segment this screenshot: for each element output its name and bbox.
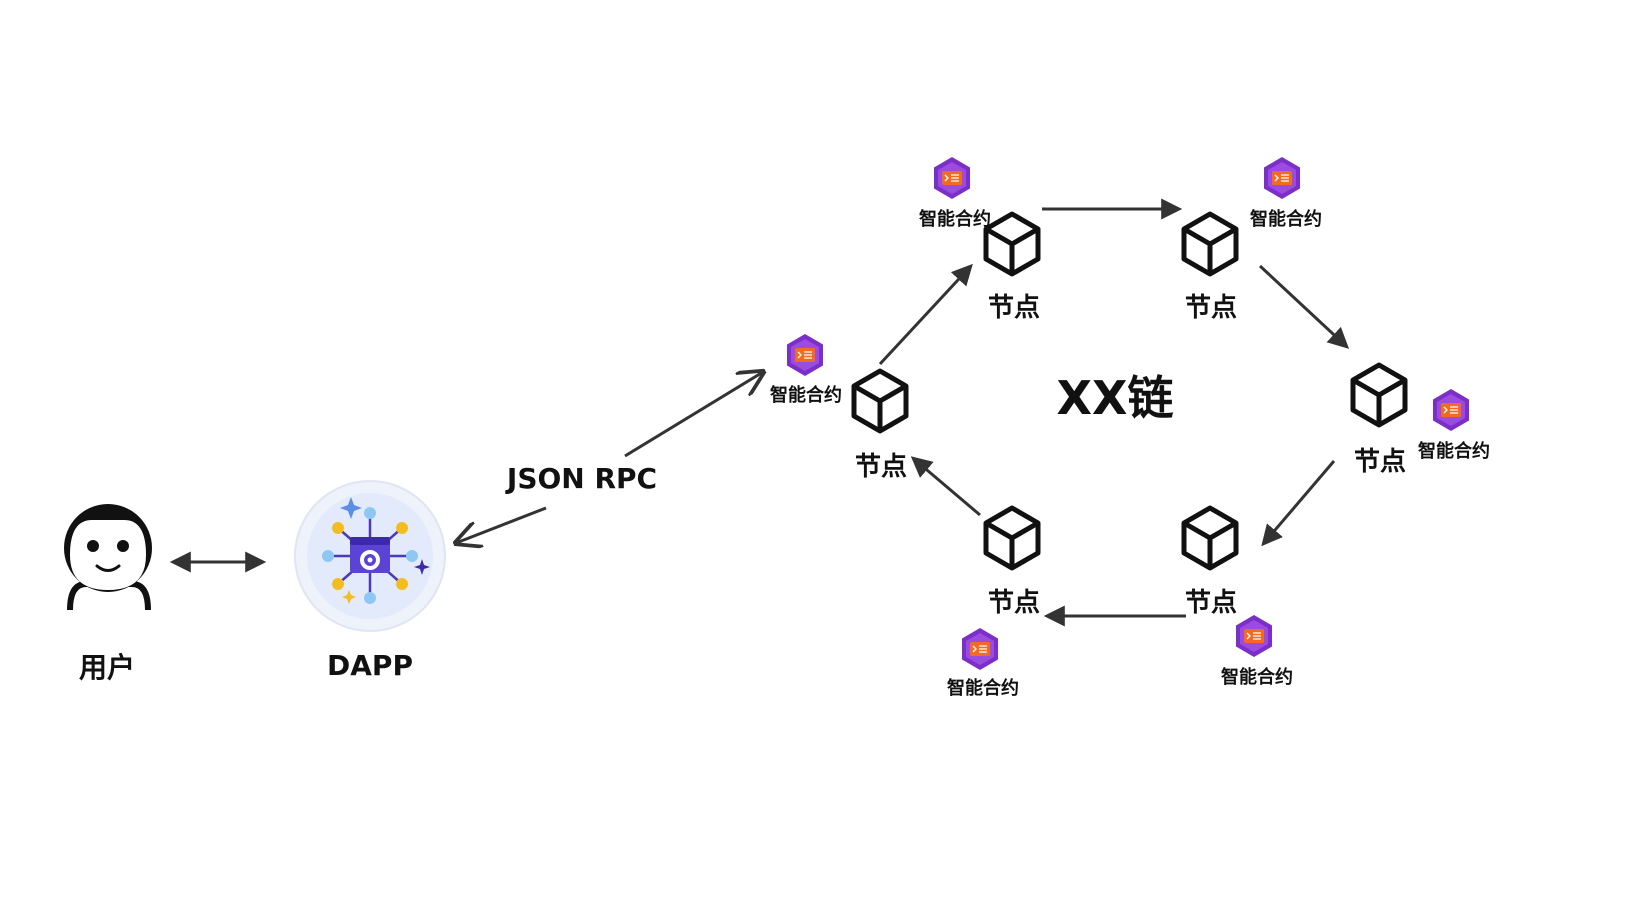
smart-contract-icon [1263, 156, 1301, 200]
node-cube-icon [986, 214, 1038, 274]
dapp-label: DAPP [327, 649, 413, 682]
node-label: 节点 [854, 452, 908, 482]
ring-arrow [878, 263, 973, 366]
node-label: 节点 [1184, 588, 1238, 618]
contract-label: 智能合约 [1418, 441, 1490, 462]
contract-label: 智能合约 [1221, 667, 1293, 688]
chain-label: XX链 [1056, 371, 1174, 425]
contract-label: 智能合约 [770, 385, 842, 406]
ring-arrow [1261, 460, 1336, 547]
rpc-label: JSON RPC [506, 462, 658, 495]
dapp-gear-icon [294, 480, 446, 632]
node-cube-icon [854, 371, 906, 431]
smart-contract-icon [786, 333, 824, 377]
node-label: 节点 [987, 588, 1041, 618]
node-label: 节点 [1353, 447, 1407, 477]
node-cube-icon [986, 508, 1038, 568]
smart-contract-icon [1432, 388, 1470, 432]
node-cube-icon [1353, 365, 1405, 425]
contract-label: 智能合约 [947, 678, 1019, 699]
ring-arrow [910, 456, 981, 517]
smart-contract-icon [1235, 614, 1273, 658]
rpc-arrow-to-chain [624, 372, 763, 458]
ring-arrow [1258, 264, 1350, 349]
node-label: 节点 [987, 293, 1041, 323]
smart-contract-icon [933, 156, 971, 200]
contract-label: 智能合约 [919, 209, 991, 230]
smart-contract-icon [961, 627, 999, 671]
contract-label: 智能合约 [1250, 209, 1322, 230]
node-label: 节点 [1184, 293, 1238, 323]
node-cube-icon [1184, 214, 1236, 274]
node-cube-icon [1184, 508, 1236, 568]
user-label: 用户 [78, 651, 136, 684]
user-face-icon [64, 504, 152, 611]
rpc-arrow-to-dapp [456, 506, 547, 543]
